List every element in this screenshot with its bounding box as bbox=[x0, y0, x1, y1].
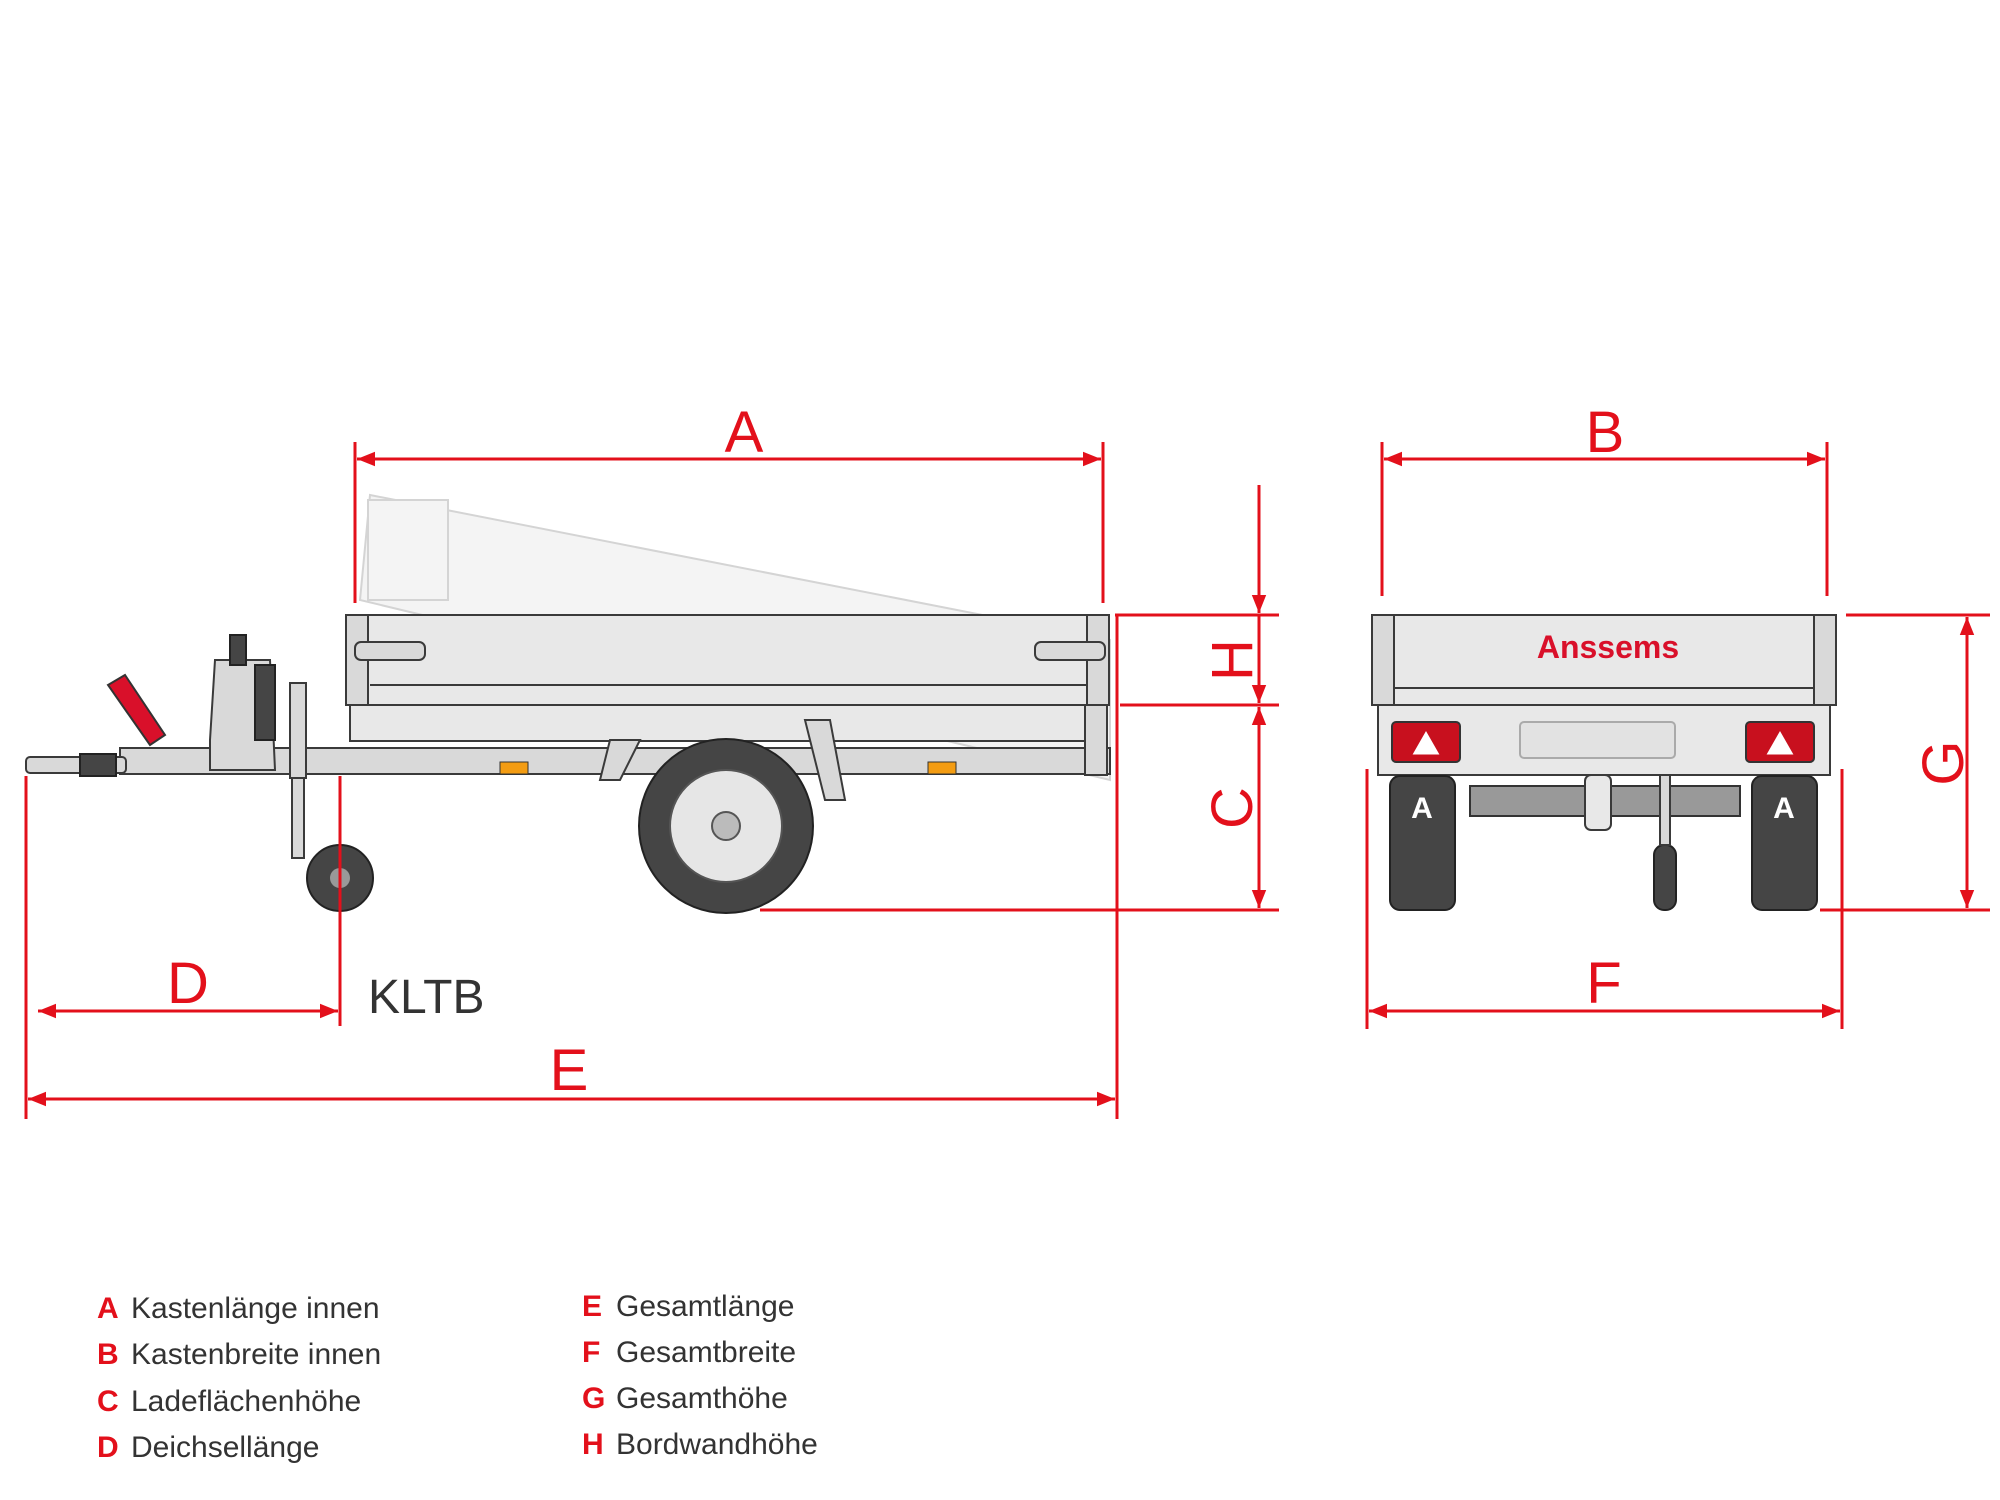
legend-text: Gesamthöhe bbox=[616, 1382, 788, 1415]
legend-key: B bbox=[97, 1338, 119, 1371]
rear-view-trailer: Anssems A A bbox=[1371, 614, 1837, 911]
legend-text: Gesamtlänge bbox=[616, 1290, 795, 1323]
legend-key: C bbox=[97, 1385, 119, 1418]
dim-label-d: D bbox=[167, 951, 209, 1016]
dim-label-f: F bbox=[1586, 951, 1621, 1016]
legend-key: H bbox=[582, 1428, 604, 1461]
right-mudflap bbox=[1751, 775, 1818, 911]
legend-key: F bbox=[582, 1336, 601, 1369]
dimension-lines: A B H C G D E F bbox=[24, 400, 1990, 1119]
legend-text: Kastenlänge innen bbox=[131, 1292, 380, 1325]
legend-text: Kastenbreite innen bbox=[131, 1338, 382, 1371]
model-name: KLTB bbox=[368, 971, 485, 1024]
dim-label-e: E bbox=[550, 1038, 589, 1103]
dim-label-c: C bbox=[1200, 787, 1265, 829]
left-mudflap bbox=[1389, 775, 1456, 911]
svg-text:A: A bbox=[1773, 792, 1795, 825]
dim-label-h: H bbox=[1200, 639, 1265, 681]
legend-key: D bbox=[97, 1431, 119, 1464]
legend-key: E bbox=[582, 1290, 603, 1323]
legend-text: Ladeflächenhöhe bbox=[131, 1385, 362, 1418]
legend-key: A bbox=[97, 1292, 119, 1325]
legend-text: Bordwandhöhe bbox=[616, 1428, 818, 1461]
legend-key: G bbox=[582, 1382, 606, 1415]
brand-logo: Anssems bbox=[1537, 629, 1679, 665]
dim-label-a: A bbox=[725, 400, 764, 465]
svg-text:A: A bbox=[1411, 792, 1433, 825]
legend-text: Gesamtbreite bbox=[616, 1336, 797, 1369]
side-box bbox=[345, 614, 1110, 706]
legend-text: Deichsellänge bbox=[131, 1431, 320, 1464]
legend: A Kastenlänge innen B Kastenbreite innen C… bbox=[97, 1290, 897, 1492]
side-view-trailer bbox=[25, 493, 1111, 914]
dim-label-b: B bbox=[1586, 400, 1625, 465]
dim-label-g: G bbox=[1911, 740, 1976, 785]
